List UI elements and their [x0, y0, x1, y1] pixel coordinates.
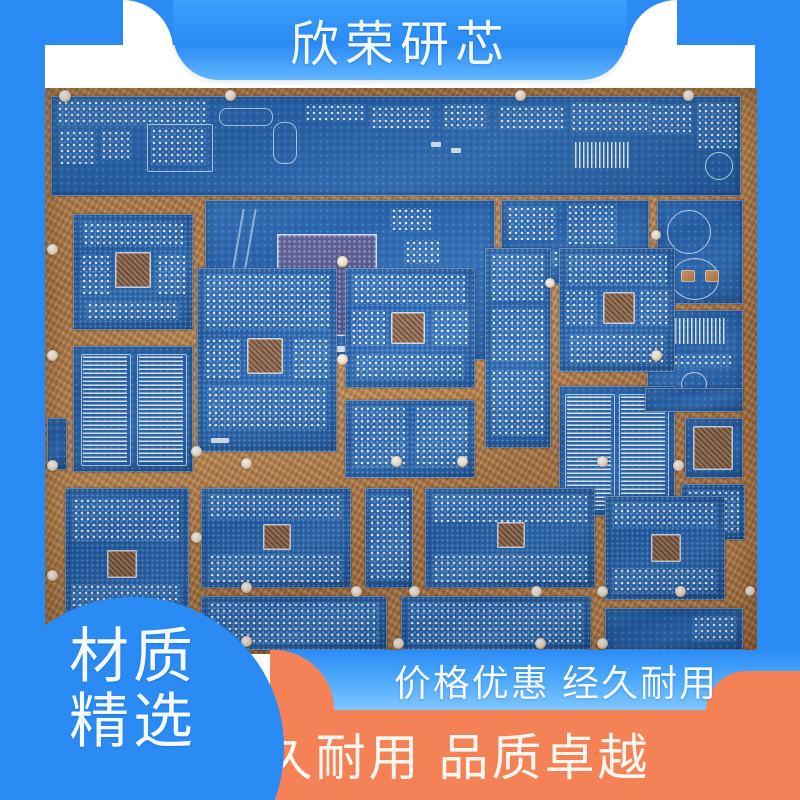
tooling-hole: [191, 532, 202, 543]
tooling-hole: [47, 570, 58, 581]
tooling-hole: [225, 90, 236, 101]
tooling-hole: [683, 90, 694, 101]
pcb-section-right-c: [685, 418, 743, 478]
pcb-section-center-e: [201, 488, 351, 588]
brand-banner: 欣荣研芯: [123, 0, 677, 80]
tooling-hole: [531, 586, 542, 597]
pcb-section-edge-left: [47, 418, 67, 470]
pcb-section-right-strip: [645, 388, 743, 412]
tooling-hole: [191, 446, 202, 457]
tooling-hole: [337, 354, 348, 365]
pcb-section-bottom-b: [401, 596, 591, 650]
pcb-section-right-e: [605, 496, 725, 600]
tooling-hole: [515, 90, 526, 101]
pcb-section-bottom-c: [605, 608, 743, 650]
tooling-hole: [241, 636, 252, 647]
pcb-section-center-g: [425, 488, 595, 588]
tooling-hole: [597, 638, 608, 649]
pcb-section-left-b: [73, 346, 193, 472]
banner-left-wing: [123, 0, 173, 50]
tooling-hole: [673, 460, 684, 471]
pcb-section-center-c: [485, 248, 551, 448]
tooling-hole: [47, 460, 58, 471]
brand-title: 欣荣研芯: [289, 17, 510, 72]
material-badge: 材质 精选: [0, 597, 284, 800]
promo-ribbon-text: 价格优惠 经久耐用: [393, 663, 719, 704]
pcb-section-center-f: [365, 488, 413, 588]
promo-ribbon: 价格优惠 经久耐用: [270, 650, 800, 711]
tooling-hole: [47, 350, 58, 361]
tooling-hole: [651, 230, 661, 240]
material-badge-line-1: 材质: [69, 623, 197, 690]
pcb-section-top: [51, 96, 741, 196]
tooling-hole: [651, 350, 662, 361]
tooling-hole: [59, 90, 71, 102]
tooling-hole: [351, 586, 362, 597]
tooling-hole: [597, 586, 608, 597]
tooling-hole: [597, 456, 608, 467]
tooling-hole: [47, 244, 58, 255]
tooling-hole: [545, 278, 555, 288]
pcb-section-center-b: [345, 268, 475, 388]
tooling-hole: [535, 638, 546, 649]
tooling-hole: [457, 456, 468, 467]
tooling-hole: [409, 586, 420, 597]
pcb-section-center-d: [345, 400, 475, 478]
tooling-hole: [391, 456, 402, 467]
tooling-hole: [241, 582, 252, 593]
tooling-hole: [337, 256, 348, 267]
material-badge-line-2: 精选: [69, 687, 197, 755]
tooling-hole: [675, 586, 686, 597]
banner-right-wing: [627, 0, 677, 50]
tooling-hole: [745, 586, 755, 596]
tooling-hole: [241, 458, 252, 469]
tooling-hole: [393, 638, 404, 649]
pcb-board-photo: [45, 88, 757, 654]
pcb-section-left-a: [73, 214, 193, 330]
pcb-section-center-a: [197, 268, 337, 452]
